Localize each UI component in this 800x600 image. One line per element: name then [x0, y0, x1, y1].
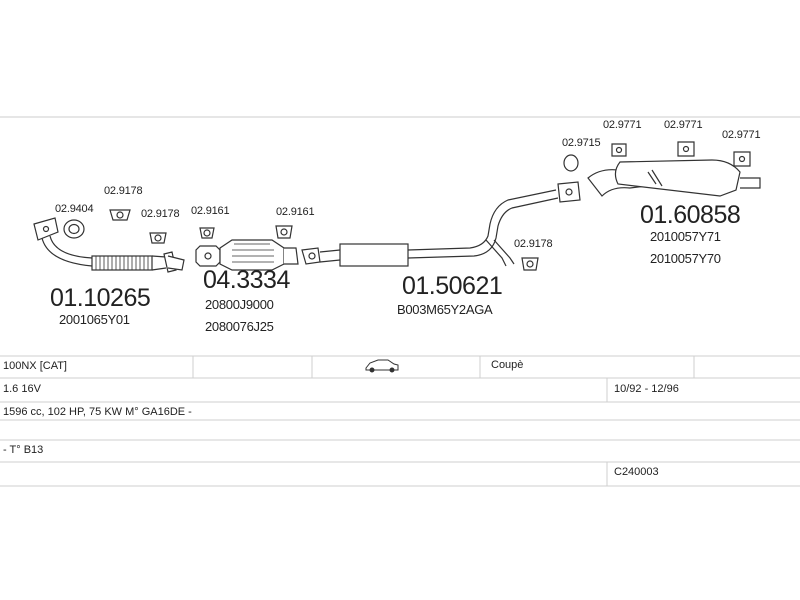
catalyst — [195, 239, 299, 271]
vehicle-body: Coupè — [491, 359, 524, 371]
label-clamp-9161-b: 02.9161 — [276, 206, 315, 218]
label-clamp-9161-a: 02.9161 — [191, 205, 230, 217]
clamp-9404 — [63, 219, 85, 239]
ring-9715 — [563, 154, 579, 172]
middle-silencer-pipe — [301, 181, 581, 267]
label-hanger-9771-c: 02.9771 — [722, 129, 761, 141]
rear-silencer-oem-2: 2010057Y70 — [650, 251, 721, 266]
label-hanger-9771-b: 02.9771 — [664, 119, 703, 131]
hanger-9771-a — [611, 143, 627, 157]
hanger-9771-b — [677, 141, 695, 157]
label-clamp-9178-a: 02.9178 — [104, 185, 143, 197]
vehicle-engine: 1.6 16V — [3, 383, 41, 395]
hanger-9771-c — [733, 151, 751, 167]
clamp-9161-a — [199, 227, 215, 239]
front-pipe-number: 01.10265 — [50, 284, 151, 312]
vehicle-details: 1596 cc, 102 HP, 75 KW M° GA16DE - — [3, 406, 192, 418]
label-clamp-9178-b: 02.9178 — [141, 208, 180, 220]
vehicle-years: 10/92 - 12/96 — [614, 383, 679, 395]
rear-silencer — [587, 159, 761, 197]
clamp-9178-b — [149, 232, 167, 244]
catalyst-oem-1: 20800J9000 — [205, 297, 274, 312]
clamp-9178-c — [521, 257, 539, 271]
clamp-9178-a — [109, 209, 131, 221]
front-pipe — [33, 217, 185, 273]
rear-silencer-oem-1: 2010057Y71 — [650, 229, 721, 244]
vehicle-table-grid — [0, 355, 800, 487]
vehicle-code: C240003 — [614, 466, 659, 478]
middle-silencer-oem: B003M65Y2AGA — [397, 302, 493, 317]
vehicle-model: 100NX [CAT] — [3, 360, 67, 372]
catalyst-number: 04.3334 — [203, 266, 290, 294]
label-clamp-9404: 02.9404 — [55, 203, 94, 215]
label-ring-9715: 02.9715 — [562, 137, 601, 149]
clamp-9161-b — [275, 225, 293, 239]
rear-silencer-number: 01.60858 — [640, 201, 741, 229]
label-hanger-9771-a: 02.9771 — [603, 119, 642, 131]
front-pipe-oem: 2001065Y01 — [59, 312, 130, 327]
vehicle-type: - T° B13 — [3, 444, 44, 456]
label-clamp-9178-c: 02.9178 — [514, 238, 553, 250]
catalyst-oem-2: 2080076J25 — [205, 319, 274, 334]
middle-silencer-number: 01.50621 — [402, 272, 503, 300]
car-icon — [365, 359, 399, 373]
